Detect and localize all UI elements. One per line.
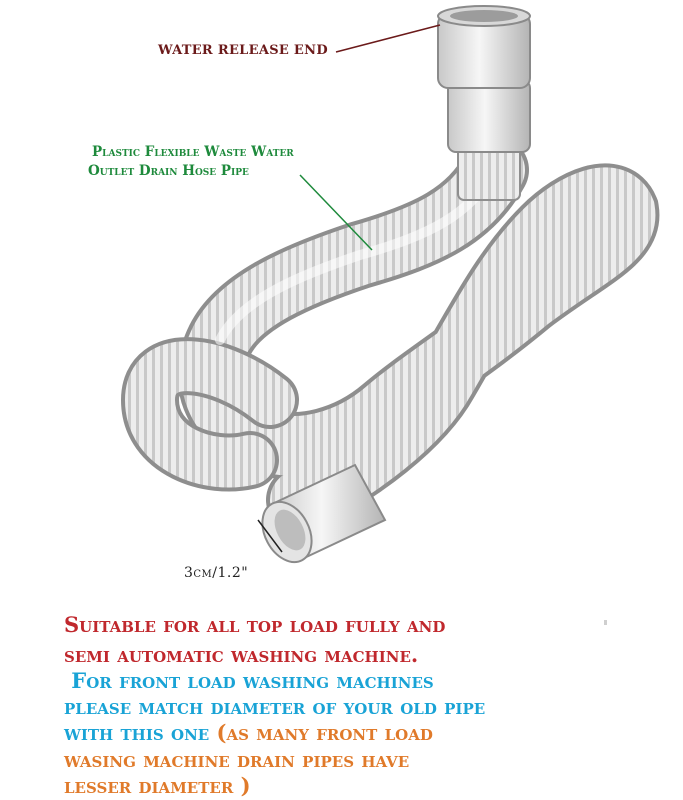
caption-line-2: semi automatic washing machine. [64, 642, 419, 667]
diameter-label: 3cm/1.2" [184, 565, 249, 581]
caption-line-1: Suitable for all top load fully and [64, 612, 446, 637]
caption-line-5-blue: with this one [64, 720, 217, 745]
stray-mark [604, 620, 607, 625]
caption-line-4: please match diameter of your old pipe [64, 694, 486, 719]
caption-line-5-orange: (as many front load [216, 720, 433, 745]
hose-description-label: Plastic Flexible Waste Water Outlet Drai… [88, 143, 294, 181]
water-release-end-label: WATER RELEASE END [158, 43, 328, 58]
diameter-pointer-line [257, 519, 283, 553]
hose-pointer-line [299, 174, 373, 251]
caption-line-3: For front load washing machines [64, 668, 434, 693]
caption-line-5: with this one (as many front load [64, 722, 683, 743]
caption-line-7: lesser diameter ) [64, 773, 251, 798]
water-release-cuff [437, 5, 531, 201]
release-pointer-line [335, 24, 441, 53]
bottom-cuff [261, 463, 387, 564]
hose-label-line-1: Plastic Flexible Waste Water [92, 144, 294, 160]
hose-label-line-2: Outlet Drain Hose Pipe [88, 163, 249, 179]
hose-illustration [120, 5, 660, 564]
hose-coil [120, 136, 660, 534]
caption-line-6: wasing machine drain pipes have [64, 747, 410, 772]
